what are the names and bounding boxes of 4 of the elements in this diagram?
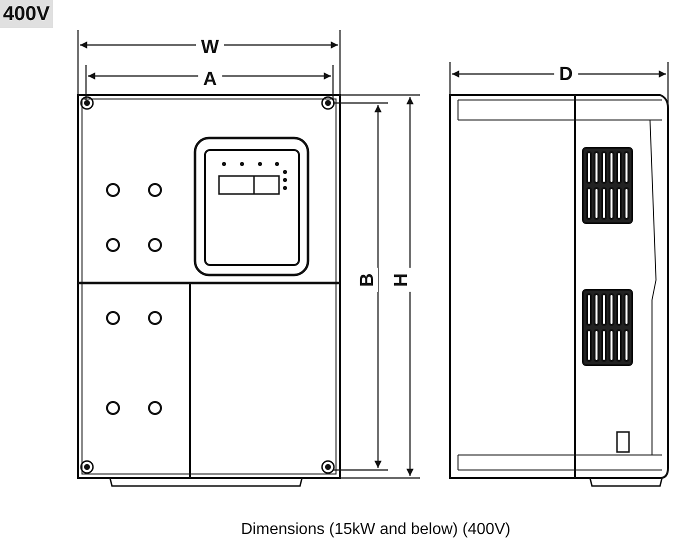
heading: 400V: [0, 0, 53, 28]
dimension-label: B: [358, 268, 378, 292]
caption: Dimensions (15kW and below) (400V): [241, 520, 510, 540]
dimension-label: H: [392, 268, 412, 292]
